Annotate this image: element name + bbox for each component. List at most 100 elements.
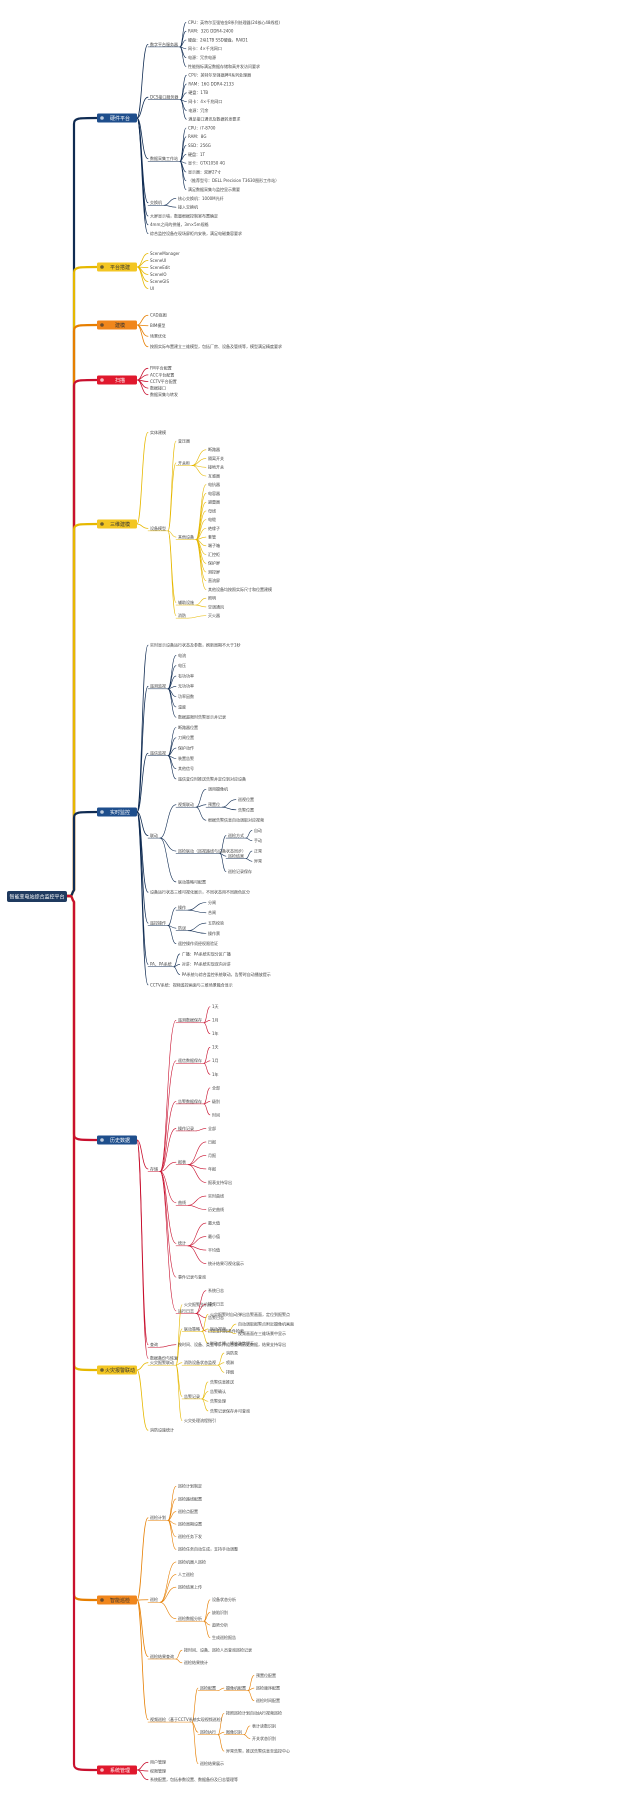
node-scan-0-label[interactable]: FM平台配置 xyxy=(150,365,172,371)
node-hardware-1-0-label[interactable]: CPU：英特尔至强银牌4系列处理器 xyxy=(188,72,251,78)
node-inspect-1-3-2-label[interactable]: 趋势分析 xyxy=(212,1621,228,1627)
node-scan-3-label[interactable]: 数据接口 xyxy=(150,385,166,391)
branch-node-realtime[interactable]: 实时监控 xyxy=(97,807,137,817)
node-realtime-3-1-1-label[interactable]: 巡检结果 xyxy=(228,853,244,859)
node-inspect-3-0-label[interactable]: 巡检配置 xyxy=(200,1684,216,1690)
node-hardware-6-label[interactable]: 综合监控设备在现场屏柜内安装，满足电磁兼容要求 xyxy=(150,230,242,236)
node-realtime-5-1-1-label[interactable]: 操作票 xyxy=(208,930,220,936)
node-scan-2-label[interactable]: CCTV平台配置 xyxy=(150,378,177,384)
node-threed-1-1-3-label[interactable]: 互感器 xyxy=(208,472,220,478)
node-realtime-3-1-0-label[interactable]: 巡检方式 xyxy=(228,832,244,838)
node-hardware-2-label[interactable]: 数据采集工作站 xyxy=(150,155,178,161)
node-hardware-2-1-label[interactable]: RAM：8G xyxy=(188,134,206,139)
node-realtime-5-0-0-label[interactable]: 分闸 xyxy=(208,899,216,905)
node-alarm-0-3-3-label[interactable]: 告警记录保存并可查询 xyxy=(210,1407,250,1413)
node-history-0-1-1-label[interactable]: 1月 xyxy=(212,1058,219,1063)
node-history-0-1-label[interactable]: 遥信数据保存 xyxy=(178,1057,202,1063)
node-hardware-3-0-label[interactable]: 核心交换机：1000M光纤 xyxy=(178,195,224,201)
node-realtime-2-3-label[interactable]: 装置告警 xyxy=(178,755,194,761)
node-inspect-0-2-label[interactable]: 巡检点配置 xyxy=(178,1508,198,1514)
node-history-1-label[interactable]: 查询 xyxy=(150,1341,158,1347)
node-inspect-0-1-label[interactable]: 巡检路线配置 xyxy=(178,1495,202,1501)
node-platform-3-label[interactable]: SceneIO xyxy=(150,272,167,277)
node-alarm-0-1-0-label[interactable]: 火灾报警时自动弹出告警画面，定位到报警点 xyxy=(210,1311,290,1317)
node-cad-0-label[interactable]: CAD底图 xyxy=(150,312,167,318)
node-inspect-0-4-label[interactable]: 巡检任务下发 xyxy=(178,1533,202,1539)
node-alarm-0-3-1-label[interactable]: 告警确认 xyxy=(210,1388,226,1394)
node-inspect-3-1-2-label[interactable]: 异常告警，推送告警信息至监控中心 xyxy=(226,1747,290,1753)
node-inspect-1-label[interactable]: 巡检 xyxy=(150,1596,158,1602)
node-alarm-0-2-label[interactable]: 消防设备状态监视 xyxy=(184,1359,216,1365)
node-threed-1-2-3-label[interactable]: 母线 xyxy=(208,507,216,513)
node-hardware-2-5-label[interactable]: 显示器：双屏27寸 xyxy=(188,168,221,174)
node-realtime-3-label[interactable]: 联动 xyxy=(150,832,158,838)
node-realtime-1-label[interactable]: 遥测监视 xyxy=(150,683,166,689)
node-realtime-3-0-1-label[interactable]: 预置位 xyxy=(208,801,220,807)
node-history-0-0-1-label[interactable]: 1月 xyxy=(212,1018,219,1023)
node-history-0-1-2-label[interactable]: 1年 xyxy=(212,1071,219,1077)
node-history-0-6-2-label[interactable]: 平均值 xyxy=(208,1246,220,1252)
node-realtime-3-0-1-0-label[interactable]: 巡视位置 xyxy=(238,796,254,802)
node-alarm-0-3-0-label[interactable]: 告警信息推送 xyxy=(210,1378,234,1384)
branch-node-hardware[interactable]: 硬件平台 xyxy=(97,113,137,123)
node-threed-1-label[interactable]: 设备模型 xyxy=(150,525,166,531)
node-realtime-3-0-0-label[interactable]: 调用摄像机 xyxy=(208,786,228,792)
branch-node-system[interactable]: 系统管理 xyxy=(97,1765,137,1775)
node-realtime-1-3-label[interactable]: 无功功率 xyxy=(178,683,194,689)
node-history-0-1-0-label[interactable]: 1天 xyxy=(212,1045,219,1050)
node-inspect-3-0-0-0-label[interactable]: 预置位配置 xyxy=(256,1672,276,1678)
branch-node-alarm[interactable]: 火灾报警联动 xyxy=(97,1365,137,1375)
node-inspect-1-3-1-label[interactable]: 缺陷识别 xyxy=(212,1609,228,1615)
node-system-0-label[interactable]: 用户管理 xyxy=(150,1759,166,1765)
node-history-0-4-2-label[interactable]: 年报 xyxy=(208,1165,216,1171)
node-hardware-0-3-label[interactable]: 网卡：4×千兆网口 xyxy=(188,45,222,51)
node-realtime-3-0-2-label[interactable]: 根据告警信息自动调取对应视频 xyxy=(208,817,264,823)
node-alarm-0-3-label[interactable]: 告警记录 xyxy=(184,1393,200,1399)
node-inspect-1-3-3-label[interactable]: 生成巡检报告 xyxy=(212,1634,236,1640)
node-hardware-3-1-label[interactable]: 接入交换机 xyxy=(178,204,198,210)
node-hardware-3-label[interactable]: 交换机 xyxy=(150,199,162,205)
node-platform-5-label[interactable]: UI xyxy=(150,286,154,291)
node-history-0-0-0-label[interactable]: 1天 xyxy=(212,1004,219,1009)
node-realtime-3-2-label[interactable]: 联动策略可配置 xyxy=(178,878,206,884)
branch-node-platform[interactable]: 平台搭建 xyxy=(97,262,137,272)
node-realtime-6-0-label[interactable]: 广播：PA系统实现分区广播 xyxy=(182,950,231,956)
node-platform-4-label[interactable]: SceneGIS xyxy=(150,279,169,284)
node-hardware-2-3-label[interactable]: 硬盘：1T xyxy=(188,151,206,157)
node-history-1-0-label[interactable]: 按时间、设备、类型等条件组合查询历史数据，结果支持导出 xyxy=(178,1341,286,1347)
node-platform-1-label[interactable]: SceneUI xyxy=(150,258,166,263)
node-realtime-2-label[interactable]: 遥信监视 xyxy=(150,750,166,756)
node-realtime-2-4-label[interactable]: 其他信号 xyxy=(178,765,194,771)
node-inspect-0-5-label[interactable]: 巡检任务自动生成，支持手动调整 xyxy=(178,1546,238,1552)
node-history-0-2-label[interactable]: 告警数据保存 xyxy=(178,1098,202,1104)
node-alarm-0-2-2-label[interactable]: 排烟 xyxy=(226,1369,234,1375)
node-history-0-2-1-label[interactable]: 级别 xyxy=(212,1098,220,1104)
node-alarm-0-1-1-1-label[interactable]: 视频画面在三维场景中显示 xyxy=(238,1330,286,1336)
branch-node-inspect[interactable]: 智能巡检 xyxy=(97,1595,137,1605)
node-hardware-0-2-label[interactable]: 硬盘：2块1TB SSD硬盘，RAID1 xyxy=(188,36,248,42)
node-inspect-1-0-label[interactable]: 巡检机器人巡检 xyxy=(178,1558,206,1564)
node-alarm-0-3-2-label[interactable]: 告警处理 xyxy=(210,1398,226,1404)
node-threed-1-1-1-label[interactable]: 隔离开关 xyxy=(208,455,224,461)
node-inspect-2-0-label[interactable]: 按时间、设备、巡检人员查询巡检记录 xyxy=(184,1647,252,1653)
node-threed-1-1-label[interactable]: 开关柜 xyxy=(178,459,190,465)
node-realtime-3-1-label[interactable]: 巡检联动（巡视路线与设备状态同步） xyxy=(178,847,246,853)
node-realtime-7-label[interactable]: CCTV系统：视频监控画面与三维场景融合显示 xyxy=(150,981,233,987)
node-history-0-4-1-label[interactable]: 月报 xyxy=(208,1152,216,1158)
node-history-0-6-1-label[interactable]: 最小值 xyxy=(208,1233,220,1239)
node-cad-1-label[interactable]: BIM模型 xyxy=(150,322,165,328)
node-inspect-3-1-1-label[interactable]: 图像识别 xyxy=(226,1729,242,1735)
node-alarm-0-1-1-0-label[interactable]: 自动调取报警点附近摄像机画面 xyxy=(238,1321,294,1327)
node-threed-1-4-0-label[interactable]: 灭火器 xyxy=(208,613,220,618)
node-threed-1-3-1-label[interactable]: 空调通风 xyxy=(208,603,224,609)
root-node[interactable]: 智能变电站综合监控平台 xyxy=(7,891,67,902)
node-history-0-7-label[interactable]: 事件记录与查询 xyxy=(178,1274,206,1280)
node-realtime-3-1-1-1-label[interactable]: 异常 xyxy=(254,858,262,864)
node-history-0-8-2-label[interactable]: 告警日志 xyxy=(208,1314,224,1320)
node-alarm-0-1-1-label[interactable]: 联动视频 xyxy=(210,1325,226,1331)
node-inspect-3-0-0-2-label[interactable]: 巡检时间配置 xyxy=(256,1697,280,1703)
node-realtime-6-1-label[interactable]: 对讲：PA系统实现双向对讲 xyxy=(182,961,231,967)
node-alarm-0-1-label[interactable]: 联动策略 xyxy=(184,1325,200,1331)
node-history-0-label[interactable]: 存储 xyxy=(150,1165,158,1171)
node-history-0-8-1-label[interactable]: 操作日志 xyxy=(208,1301,224,1307)
